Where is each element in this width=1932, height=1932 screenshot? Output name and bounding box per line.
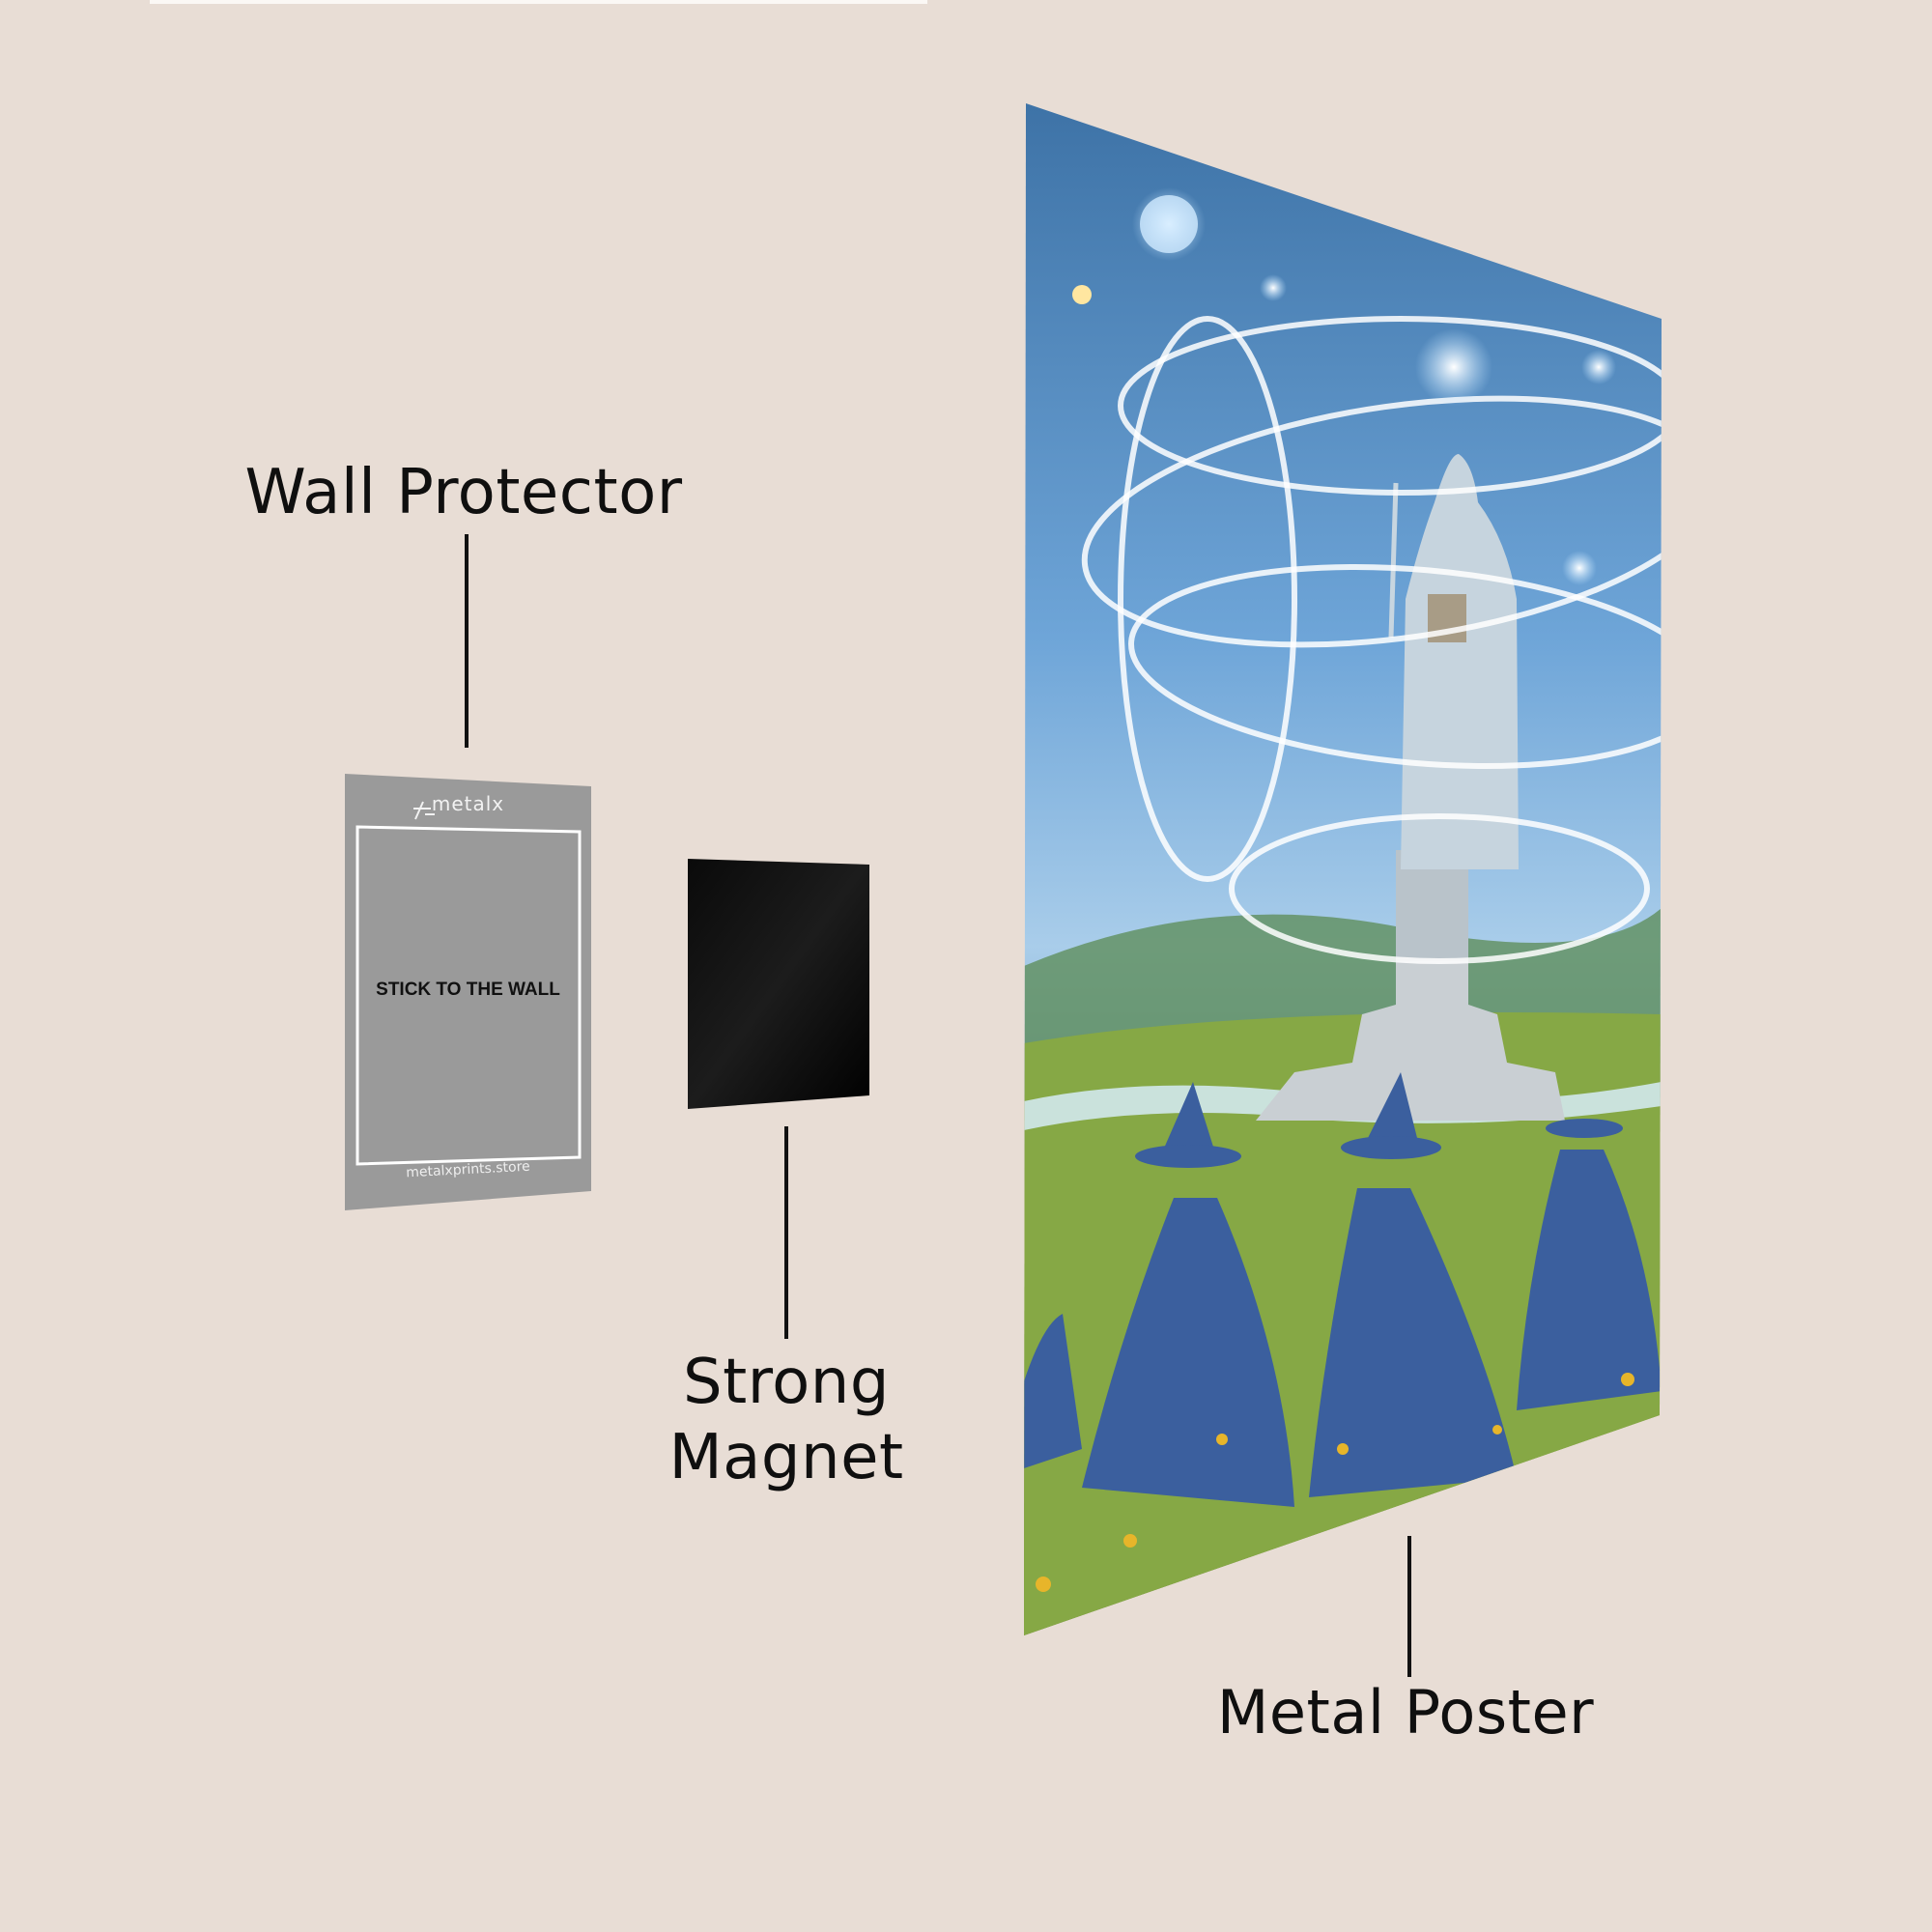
wall-protector-brand: metalx bbox=[431, 792, 505, 815]
strong-magnet-label-line1: Strong bbox=[683, 1347, 890, 1418]
wall-protector-instruction: STICK TO THE WALL bbox=[376, 980, 560, 1000]
wall-protector-callout-line bbox=[465, 534, 469, 748]
metal-poster-callout-line bbox=[1407, 1536, 1411, 1677]
metal-poster-label: Metal Poster bbox=[1216, 1677, 1595, 1747]
strong-magnet-label-line2: Magnet bbox=[668, 1422, 904, 1493]
metal-poster bbox=[1024, 103, 1662, 1635]
strong-magnet-plate bbox=[688, 859, 869, 1109]
metalx-logo-icon bbox=[413, 801, 435, 820]
strong-magnet-label: Strong Magnet bbox=[668, 1345, 903, 1495]
strong-magnet-callout-line bbox=[784, 1126, 788, 1339]
top-divider-bar bbox=[150, 0, 927, 4]
wall-protector-label: Wall Protector bbox=[244, 457, 683, 528]
seated-wizards bbox=[1024, 1072, 1662, 1507]
wall-protector-sheet bbox=[345, 774, 591, 1210]
